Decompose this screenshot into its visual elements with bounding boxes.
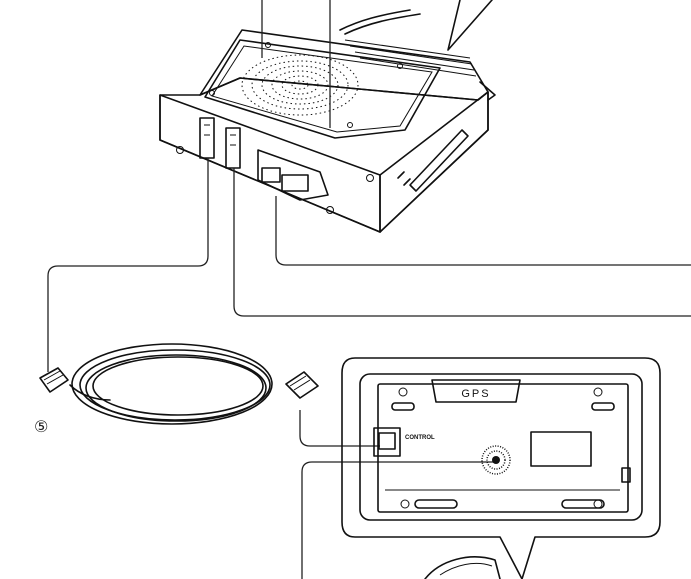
knob-icon: [481, 445, 511, 475]
radio-unit: [159, 0, 496, 233]
cable-connector-icon: [39, 367, 69, 393]
control-label: CONTROL: [405, 435, 435, 441]
rear-panel-callout: GPS CONTROL: [341, 357, 661, 579]
speaker-grille-icon: [241, 54, 359, 116]
gps-label: GPS: [461, 388, 490, 400]
cable-assembly: [39, 343, 319, 425]
cable-number-label: ⑤: [34, 417, 48, 436]
bottom-partial-device: [424, 556, 501, 579]
cable-connector-icon: [285, 371, 319, 399]
